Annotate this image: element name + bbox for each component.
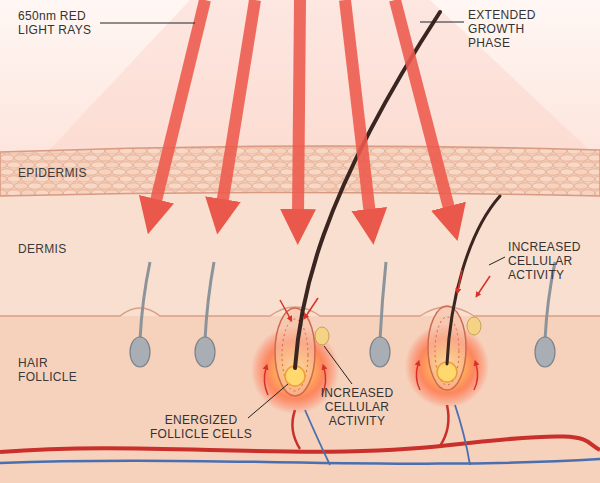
follicle-bulb xyxy=(370,337,390,367)
blood-vessels xyxy=(0,405,600,465)
skin-layer-band: HAIR FOLLICLE xyxy=(0,316,600,483)
leader-line xyxy=(420,22,464,23)
sebaceous-gland xyxy=(315,327,329,345)
hair-shaft xyxy=(447,196,500,364)
small-arrow xyxy=(416,364,420,390)
light-rays xyxy=(155,0,450,215)
leader-line xyxy=(324,346,352,384)
small-arrow xyxy=(478,276,490,294)
callout-label: INCREASED CELLULAR ACTIVITY xyxy=(316,386,398,428)
vein xyxy=(0,459,600,464)
leader-line xyxy=(248,384,288,418)
small-arrow xyxy=(264,368,268,395)
light-cone xyxy=(40,0,600,160)
vein-branch xyxy=(455,405,470,465)
active-follicle xyxy=(405,196,500,408)
small-arrow xyxy=(474,364,478,390)
follicle-bulb xyxy=(535,337,555,367)
light-ray xyxy=(155,0,205,205)
artery xyxy=(0,436,600,452)
light-ray xyxy=(345,0,370,215)
small-arrow xyxy=(458,270,462,290)
callout-label: EXTENDED GROWTH PHASE xyxy=(468,8,568,50)
sebaceous-gland xyxy=(467,317,481,335)
light-ray xyxy=(298,0,300,215)
small-arrow xyxy=(306,298,318,316)
layer-name: HAIR FOLLICLE xyxy=(18,356,88,384)
artery-branch xyxy=(440,405,448,446)
layer-name: EPIDERMIS xyxy=(18,166,138,180)
leader-line xyxy=(100,23,195,24)
callout-label: ENERGIZED FOLLICLE CELLS xyxy=(145,413,257,441)
callout-label: INCREASED CELLULAR ACTIVITY xyxy=(508,240,590,282)
skin-layer-band: EPIDERMIS xyxy=(0,152,600,194)
leader-line xyxy=(489,257,505,265)
vein-branch xyxy=(305,410,330,465)
follicle-bulb xyxy=(195,337,215,367)
light-ray xyxy=(222,0,255,205)
layer-name: DERMIS xyxy=(18,242,138,256)
light-ray xyxy=(395,0,450,212)
artery-branch xyxy=(292,410,300,449)
resting-follicles xyxy=(130,262,555,367)
callout-label: 650nm RED LIGHT RAYS xyxy=(18,9,113,37)
hair-shaft xyxy=(205,262,214,340)
hair-shaft xyxy=(140,262,150,340)
hair-shaft xyxy=(380,262,386,340)
leader-lines xyxy=(100,22,505,418)
small-arrow xyxy=(280,300,290,318)
follicle-bulb xyxy=(130,337,150,367)
activity-arrows xyxy=(264,270,490,395)
